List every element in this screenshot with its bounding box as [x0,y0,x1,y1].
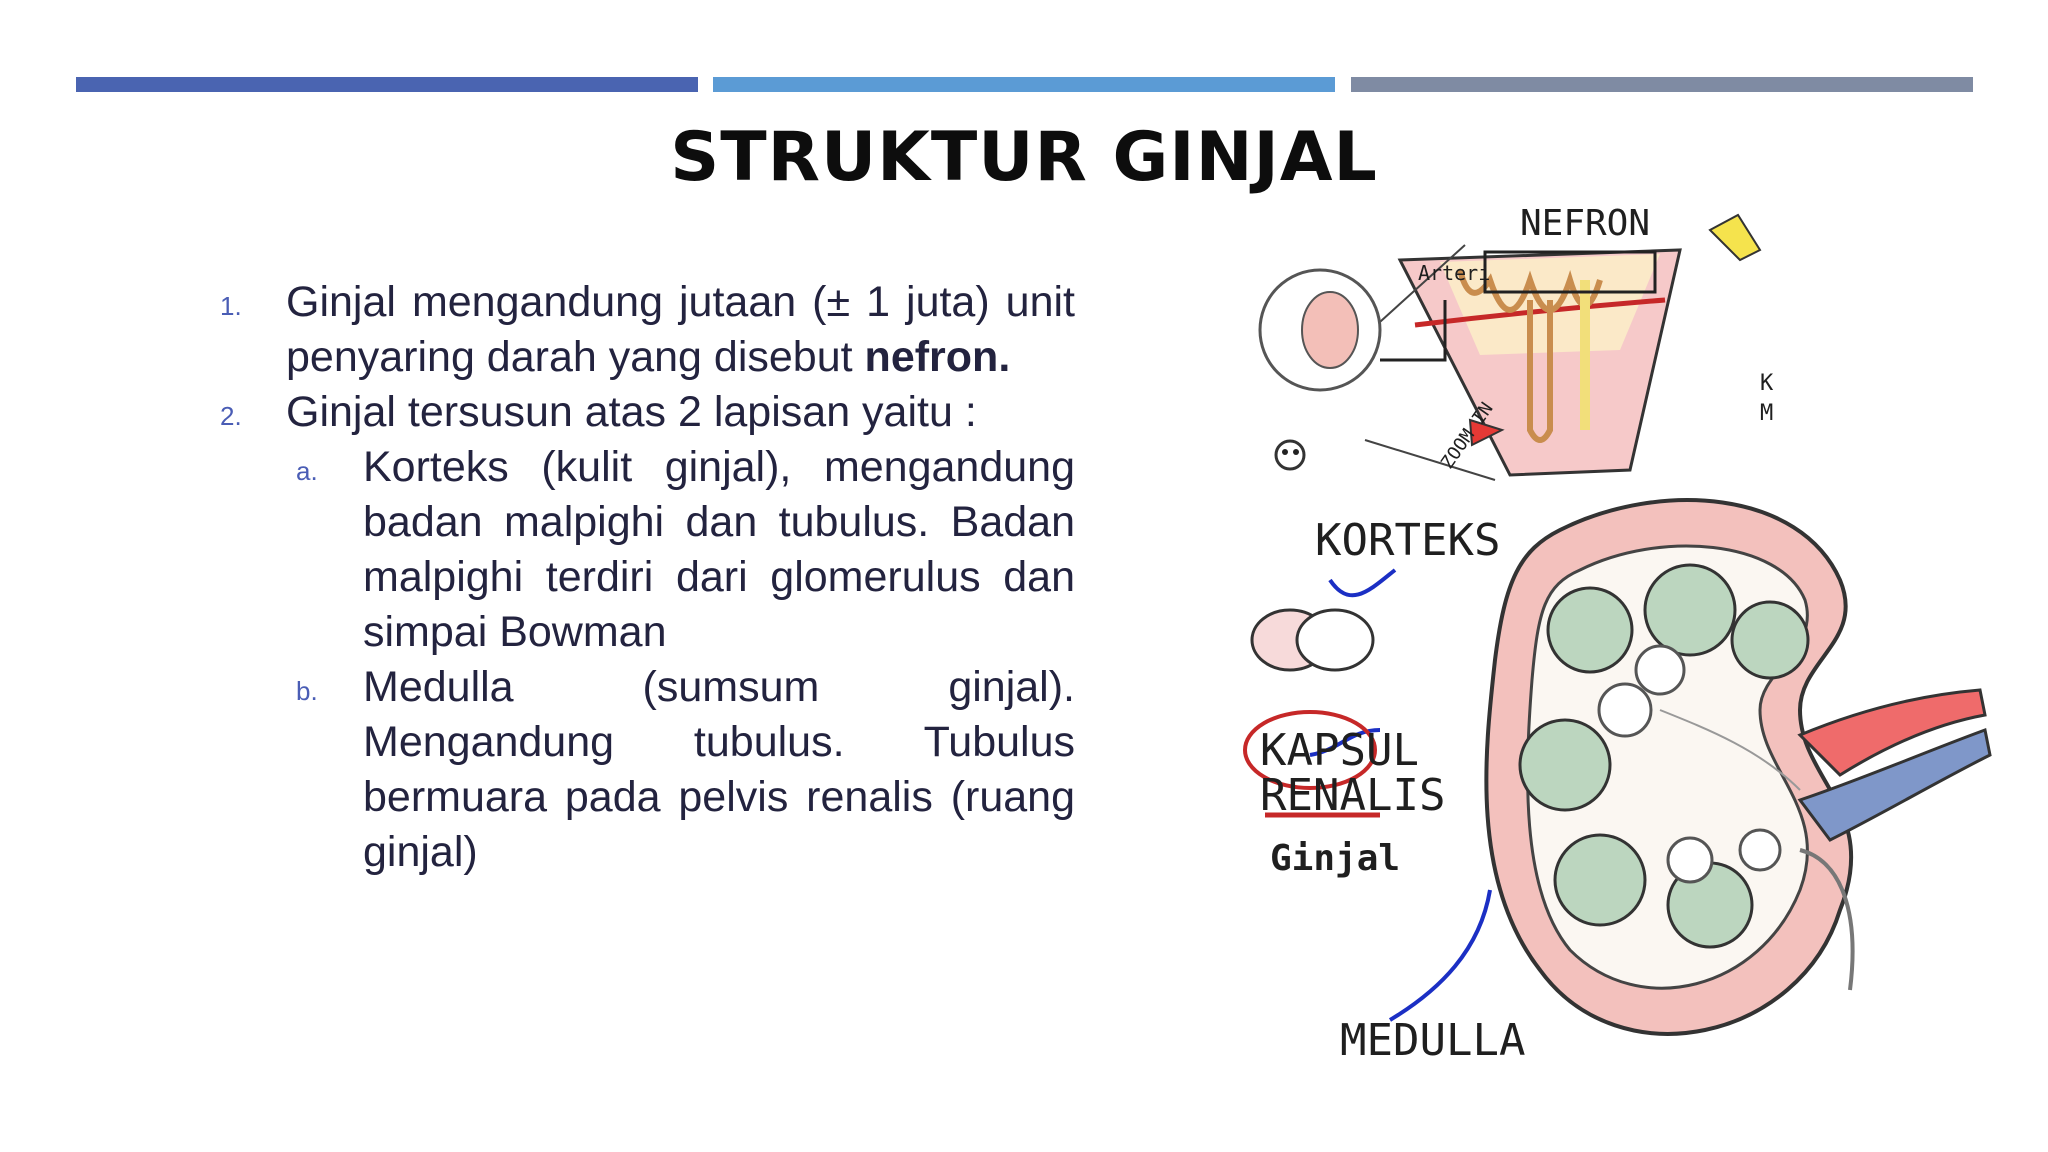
bold-term-nefron: nefron. [864,333,1011,381]
sub-letter: b. [296,676,318,706]
sub-item-b: b. Medulla (sumsum ginjal). Mengandung t… [210,660,1075,880]
sub-item-text: Korteks (kulit ginjal), mengandung badan… [363,443,1075,656]
label-ginjal: Ginjal [1270,838,1400,879]
sub-item-text: Medulla (sumsum ginjal). Mengandung tubu… [363,663,1075,876]
label-k: K [1760,371,1774,396]
accent-bar-middle [713,77,1335,92]
label-kapsul: KAPSUL [1260,725,1419,776]
label-medulla: MEDULLA [1340,1015,1525,1066]
label-arteri: Arteri [1418,261,1490,285]
list-number: 1. [220,291,242,321]
slide-body: 1. Ginjal mengandung jutaan (± 1 juta) u… [210,275,1075,880]
kidney-cross-section: KORTEKS KAPSUL RENALIS Ginjal MEDULLA [1243,498,1992,1066]
sub-item-a: a. Korteks (kulit ginjal), mengandung ba… [210,440,1075,660]
list-item-1: 1. Ginjal mengandung jutaan (± 1 juta) u… [210,275,1075,385]
list-number: 2. [220,401,242,431]
label-korteks: KORTEKS [1315,515,1500,566]
sub-letter: a. [296,456,318,486]
accent-bar-right [1351,77,1973,92]
list-item-text: Ginjal tersusun atas 2 lapisan yaitu : [286,388,977,436]
nephron-zoom-panel: NEFRON Arteri ZOOM IN K M [1258,203,1774,481]
label-m: M [1760,401,1773,426]
label-nefron: NEFRON [1520,203,1650,244]
list-item-text: Ginjal mengandung jutaan (± 1 juta) unit… [286,278,1075,381]
list-item-2: 2. Ginjal tersusun atas 2 lapisan yaitu … [210,385,1075,440]
slide-title: STRUKTUR GINJAL [670,118,1378,197]
kidney-illustration: NEFRON Arteri ZOOM IN K M KORTEKS KAPSUL… [1243,203,1992,1066]
accent-bar-left [76,77,698,92]
label-renalis: RENALIS [1260,770,1445,821]
